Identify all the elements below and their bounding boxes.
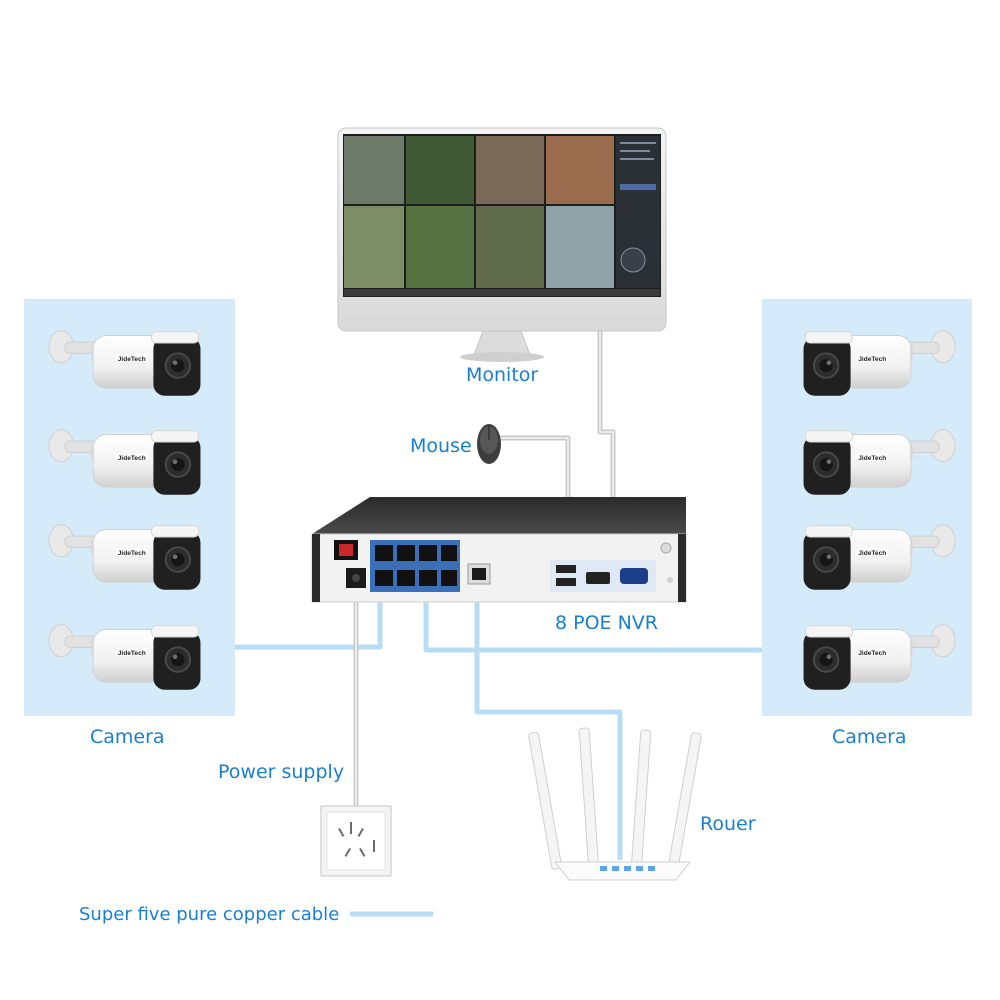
camera-icon [48,329,202,397]
monitor-icon [337,127,667,362]
camera-icon [802,329,956,397]
cable-camera-right [423,600,762,653]
nvr-icon [311,497,687,603]
camera-icon [48,428,202,496]
router-icon [528,727,702,881]
camera-right-label: Camera [832,726,907,748]
cameras-left [48,329,202,691]
power-outlet-icon [320,805,392,877]
nvr-label: 8 POE NVR [555,612,658,634]
cable-camera-left [235,600,383,650]
cameras-right [802,329,956,691]
power-supply-label: Power supply [218,761,345,783]
cables [235,325,762,860]
router-label: Rouer [700,813,756,835]
cable-lan-router [474,600,623,860]
camera-left-label: Camera [90,726,165,748]
camera-icon [48,523,202,591]
camera-icon [802,623,956,691]
mouse-label: Mouse [410,435,472,457]
camera-icon [48,623,202,691]
legend-label: Super five pure copper cable [79,904,340,925]
camera-icon [802,428,956,496]
mouse-icon [477,424,501,464]
monitor-label: Monitor [466,364,539,386]
camera-icon [802,523,956,591]
